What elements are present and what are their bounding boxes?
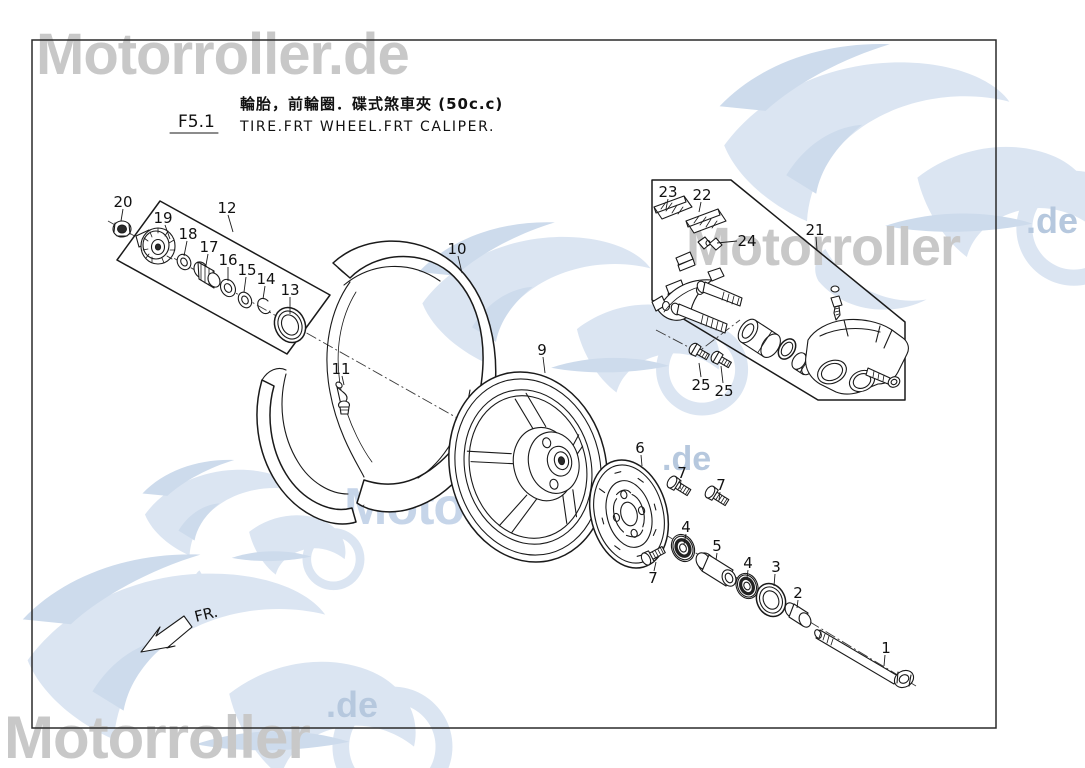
spacer-tube-part-5 [695,552,737,587]
bearing-part-4a [670,533,696,563]
watermark-right: Motorroller [686,217,961,277]
figure-code: F5.1 [178,112,215,132]
washer-part-16 [219,278,237,298]
callout-11: 11 [331,360,350,378]
callout-7a: 7 [677,464,687,482]
bolt-part-25a [688,342,710,361]
callout-10: 10 [447,240,466,258]
piston-seal [777,338,797,360]
callout-7b: 7 [716,476,726,494]
tire-part-10 [256,240,497,525]
callout-4b: 4 [743,554,753,572]
washer-part-18 [176,253,192,271]
callout-2: 2 [793,584,803,602]
speedo-drive-part-19 [135,227,176,265]
callout-leaders [120,198,886,667]
callout-12: 12 [217,199,236,217]
caliper-bracket [651,251,743,334]
group-box-21 [651,179,909,401]
callout-18: 18 [178,225,197,243]
bolt-part-7b [704,485,730,507]
watermark-bottom: Motorroller [4,704,310,768]
fr-label: FR. [193,603,220,626]
watermark-center-de: .de [662,440,711,478]
callout-13: 13 [280,281,299,299]
brake-pad-part-22 [685,208,727,234]
pad-spring-part-24 [697,236,723,251]
bolt-part-7c [640,545,666,566]
caliper-body [805,318,909,395]
callout-6: 6 [635,439,645,457]
seal-part-3 [755,582,787,618]
circlip-part-14 [257,297,271,315]
bolt-part-7a [666,475,692,497]
callout-20: 20 [113,193,132,211]
callout-7c: 7 [648,569,658,587]
spacer-part-2 [784,602,812,628]
valve-part-11 [335,381,351,415]
callout-22: 22 [692,186,711,204]
watermark-right-de: .de [1026,200,1078,241]
brake-pad-part-23 [653,195,693,220]
watermark-top-left: Motorroller.de [36,22,409,87]
axle-part-1 [814,629,915,689]
title-block: F5.1 輪胎，前輪圈．碟式煞車夾 (50c.c) TIRE.FRT WHEEL… [169,95,503,135]
oil-seal-part-13 [273,306,307,344]
callout-9: 9 [537,341,547,359]
callout-25b: 25 [714,382,733,400]
callout-numbers: 20 19 12 18 17 16 15 14 13 10 11 9 23 22… [113,183,890,657]
bushing-part-17 [193,261,221,289]
caliper-piston [737,318,781,358]
callout-23: 23 [658,183,677,201]
page-border [31,39,997,729]
brake-disc-part-6 [588,459,670,569]
callout-3: 3 [771,558,781,576]
callout-16: 16 [218,251,237,269]
callout-21: 21 [805,221,824,239]
callout-1: 1 [881,639,891,657]
callout-5: 5 [712,537,722,555]
callout-4a: 4 [681,518,691,536]
callout-17: 17 [199,238,218,256]
group-box-12 [112,200,331,355]
title-chinese: 輪胎，前輪圈．碟式煞車夾 (50c.c) [240,95,503,113]
callout-14: 14 [256,270,275,288]
callout-24: 24 [737,232,756,250]
bolt-part-25b [710,350,732,369]
nut-part-20 [112,220,132,238]
wheel-part-9 [448,371,608,563]
callout-25a: 25 [691,376,710,394]
direction-arrow: FR. [140,603,220,653]
callout-15: 15 [237,261,256,279]
washer-part-15 [237,291,253,309]
watermark-bottom-de: .de [326,684,378,725]
callout-19: 19 [153,209,172,227]
bearing-part-4b [735,572,759,600]
title-english: TIRE.FRT WHEEL.FRT CALIPER. [239,119,495,135]
